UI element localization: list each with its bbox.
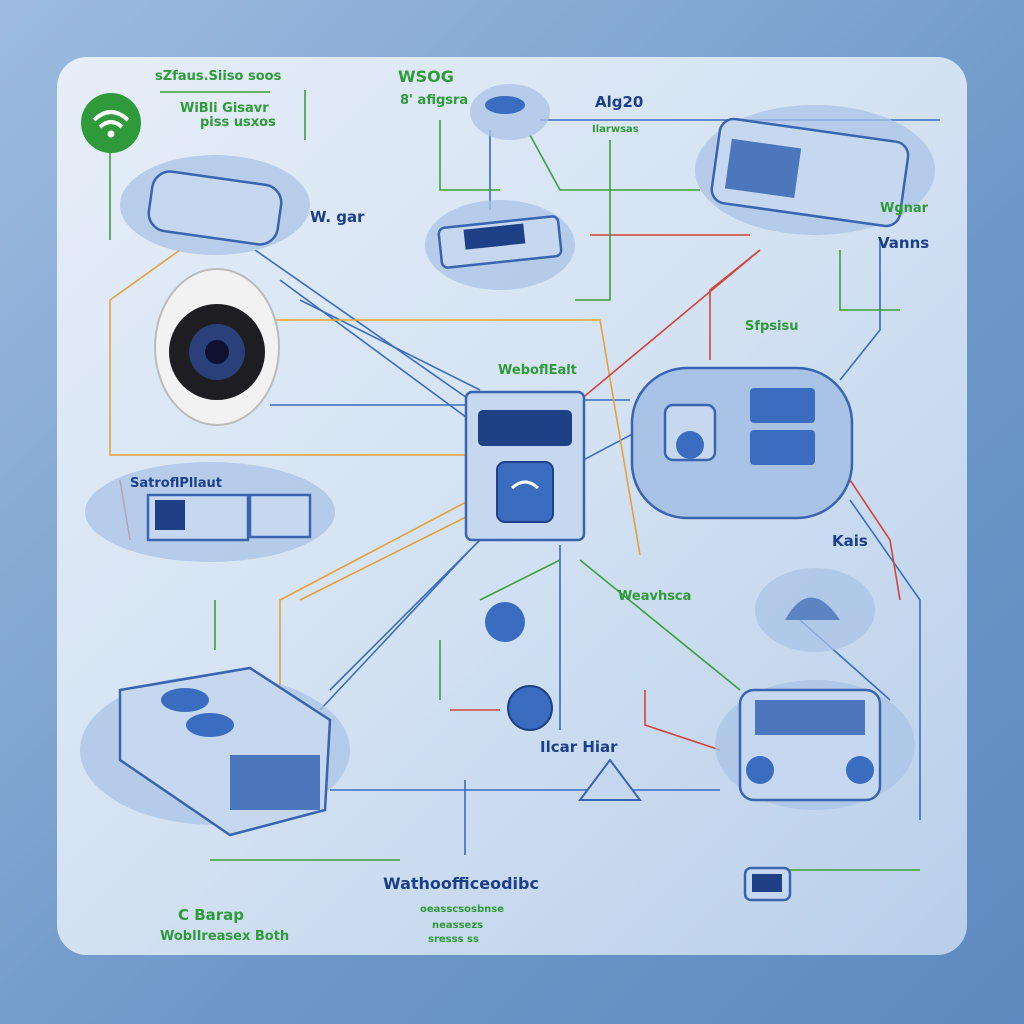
disk-icon: [485, 602, 553, 731]
label-center-right: Weavhsca: [618, 589, 691, 604]
connections: [109, 90, 940, 871]
camera-icon: [154, 268, 280, 426]
label-top-center-2: 8' afigsra: [400, 93, 468, 108]
wifi-icon: [81, 93, 141, 153]
label-top-right-1: Alg20: [595, 93, 643, 111]
hub-icon: [464, 390, 586, 542]
label-left-mid: SatroflPllaut: [130, 476, 222, 491]
server-box-icon: [80, 666, 350, 837]
label-hub: WeboflEalt: [498, 363, 577, 378]
label-bottom-sub-3: sresss ss: [428, 934, 479, 945]
access-point-icon: [470, 84, 550, 140]
label-top-center-1: WSOG: [398, 67, 454, 86]
label-right: Kais: [832, 532, 868, 550]
label-top-right-2: Ilarwsas: [592, 124, 639, 135]
label-right-mid: Sfpsisu: [745, 319, 799, 334]
label-bottom-sub-1: oeasscsosbnse: [420, 904, 504, 915]
label-bottom-title: Wathoofficeodibc: [383, 874, 539, 893]
labels: sZfaus.Siiso soos WiBli Gisavr piss usxo…: [130, 67, 929, 945]
pyramid-icon: [578, 758, 642, 801]
lamp-icon: [755, 568, 875, 652]
monitor-icon: [743, 866, 792, 902]
label-projector-1: Wgnar: [880, 201, 929, 216]
label-router: W. gar: [310, 208, 365, 226]
label-projector-2: Vanns: [878, 234, 929, 252]
label-wifi-2: piss usxos: [200, 115, 276, 130]
label-bottom-left-1: C Barap: [178, 906, 244, 924]
radio-icon: [715, 680, 915, 810]
label-wifi-1: WiBli Gisavr: [180, 101, 269, 116]
label-bottom-sub-2: neassezs: [432, 920, 483, 931]
label-top-left-heading: sZfaus.Siiso soos: [155, 69, 282, 84]
tablet-icon: [425, 200, 575, 290]
label-bottom-left-2: WoblIreasex Both: [160, 929, 289, 944]
projector-icon: [695, 105, 935, 235]
label-bottom-center: Ilcar Hiar: [540, 738, 618, 756]
router-icon: [120, 155, 310, 255]
speaker-bar-icon: [85, 462, 335, 562]
console-icon: [630, 366, 854, 520]
